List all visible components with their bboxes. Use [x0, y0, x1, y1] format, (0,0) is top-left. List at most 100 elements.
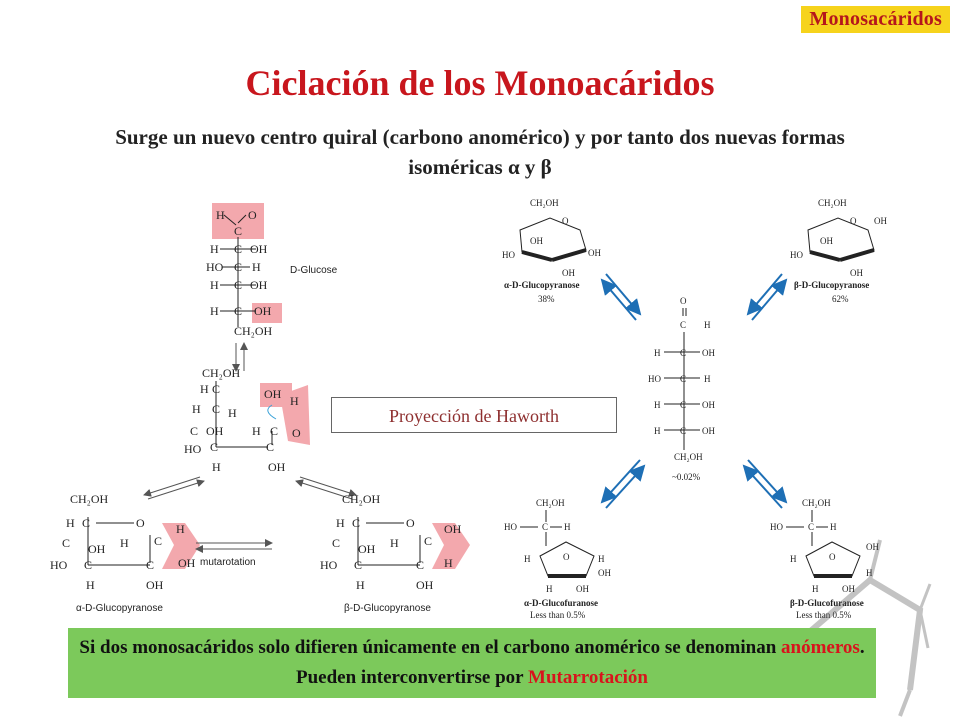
svg-text:C: C — [270, 424, 278, 438]
svg-text:H: H — [210, 278, 219, 292]
svg-text:HO: HO — [504, 522, 517, 532]
svg-text:OH: OH — [254, 304, 272, 318]
anomer-note-box: Si dos monosacáridos solo difieren única… — [68, 628, 876, 698]
svg-text:OH: OH — [702, 400, 715, 410]
alpha-pyranose-name: α-D-Glucopyranose — [504, 280, 580, 290]
svg-text:C: C — [210, 440, 218, 454]
beta-anomeric-highlight — [432, 523, 470, 569]
svg-text:H: H — [200, 382, 209, 396]
svg-text:H: H — [336, 516, 345, 530]
svg-text:H: H — [210, 304, 219, 318]
note-highlight-anomeros: anómeros — [781, 637, 860, 658]
decorative-faded-structure — [798, 539, 932, 717]
svg-text:HO: HO — [206, 260, 224, 274]
svg-text:H: H — [654, 348, 661, 358]
svg-text:OH: OH — [576, 584, 589, 594]
svg-text:C: C — [82, 516, 90, 530]
svg-text:CH₂OH: CH₂OH — [342, 492, 381, 506]
svg-text:C: C — [146, 558, 154, 572]
svg-text:OH: OH — [264, 387, 282, 401]
svg-text:OH: OH — [178, 556, 196, 570]
svg-text:H: H — [66, 516, 75, 530]
svg-text:OH: OH — [850, 268, 863, 278]
svg-text:HO: HO — [184, 442, 202, 456]
svg-text:OH: OH — [88, 542, 106, 556]
svg-text:CH₂OH: CH₂OH — [530, 198, 559, 208]
slide-title: Ciclación de los Monoacáridos — [245, 63, 715, 103]
svg-text:O: O — [563, 552, 570, 562]
svg-text:OH: OH — [874, 216, 887, 226]
svg-text:OH: OH — [588, 248, 601, 258]
svg-text:C: C — [424, 534, 432, 548]
haworth-projection-label: Proyección de Haworth — [331, 397, 617, 433]
svg-text:OH: OH — [268, 460, 286, 474]
glucose-label: D-Glucose — [290, 265, 338, 276]
svg-text:CH₂OH: CH₂OH — [234, 324, 273, 338]
alpha-glucopyranose-label: α-D-Glucopyranose — [76, 603, 163, 614]
svg-text:OH: OH — [702, 426, 715, 436]
svg-text:H: H — [290, 394, 299, 408]
svg-text:H: H — [598, 554, 605, 564]
svg-text:O: O — [292, 426, 301, 440]
svg-text:H: H — [830, 522, 837, 532]
svg-text:CH₂OH: CH₂OH — [818, 198, 847, 208]
aldehyde-highlight-cyclization — [280, 385, 310, 445]
svg-text:H: H — [210, 242, 219, 256]
svg-text:C: C — [190, 424, 198, 438]
svg-text:H: H — [564, 522, 571, 532]
svg-text:OH: OH — [820, 236, 833, 246]
svg-text:CH₂OH: CH₂OH — [802, 498, 831, 508]
svg-text:O: O — [136, 516, 145, 530]
svg-text:OH: OH — [146, 578, 164, 592]
svg-text:C: C — [266, 440, 274, 454]
beta-furanose-percent: Less than 0.5% — [796, 610, 852, 620]
svg-text:C: C — [154, 534, 162, 548]
svg-text:C: C — [680, 426, 686, 436]
alpha-furanose-percent: Less than 0.5% — [530, 610, 586, 620]
svg-text:OH: OH — [530, 236, 543, 246]
svg-text:OH: OH — [702, 348, 715, 358]
svg-text:H: H — [192, 402, 201, 416]
svg-text:H: H — [866, 568, 873, 578]
mutarotation-label: mutarotation — [200, 557, 256, 568]
open-chain-percent: ~0.02% — [672, 472, 701, 482]
svg-text:O: O — [406, 516, 415, 530]
svg-text:OH: OH — [250, 278, 268, 292]
svg-text:HO: HO — [50, 558, 68, 572]
svg-text:H: H — [790, 554, 797, 564]
svg-text:O: O — [680, 296, 687, 306]
oh5-highlight — [252, 303, 282, 323]
svg-text:OH: OH — [598, 568, 611, 578]
svg-text:HO: HO — [770, 522, 783, 532]
svg-text:CH₂OH: CH₂OH — [536, 498, 565, 508]
svg-text:OH: OH — [416, 578, 434, 592]
svg-text:O: O — [850, 216, 857, 226]
svg-text:C: C — [808, 522, 814, 532]
note-highlight-mutarrotacion: Mutarrotación — [528, 667, 648, 688]
svg-text:H: H — [390, 536, 399, 550]
svg-text:HO: HO — [502, 250, 515, 260]
beta-pyranose-percent: 62% — [832, 294, 849, 304]
svg-text:HO: HO — [790, 250, 803, 260]
svg-text:CH₂OH: CH₂OH — [70, 492, 109, 506]
svg-text:H: H — [212, 460, 221, 474]
alpha-anomeric-highlight — [162, 523, 200, 569]
svg-text:O: O — [248, 208, 257, 222]
svg-text:C: C — [680, 320, 686, 330]
svg-text:H: H — [252, 424, 261, 438]
svg-text:H: H — [216, 208, 225, 222]
svg-text:CH₂OH: CH₂OH — [202, 366, 241, 380]
carbonyl-highlight — [212, 203, 264, 239]
slide-subtitle: Surge un nuevo centro quiral (carbono an… — [115, 125, 845, 179]
svg-text:OH: OH — [842, 584, 855, 594]
svg-text:H: H — [654, 400, 661, 410]
beta-furanose-name: β-D-Glucofuranose — [790, 598, 864, 608]
svg-text:H: H — [444, 556, 453, 570]
svg-text:C: C — [542, 522, 548, 532]
svg-text:H: H — [252, 260, 261, 274]
svg-text:H: H — [86, 578, 95, 592]
